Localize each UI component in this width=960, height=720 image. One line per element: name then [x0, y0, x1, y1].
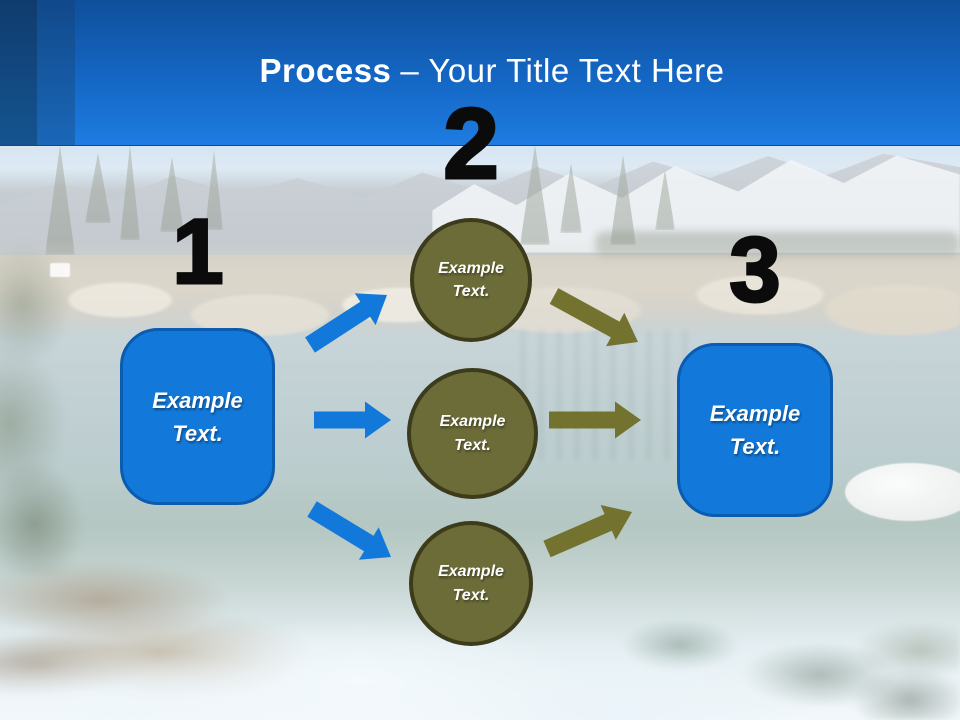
process-circle-middle[interactable]: Example Text.: [407, 368, 538, 499]
process-start-box[interactable]: Example Text.: [120, 328, 275, 505]
arrow-olive-up-right-icon[interactable]: [543, 505, 632, 558]
start-box-label: Example Text.: [152, 387, 243, 446]
arrow-blue-down-right-icon[interactable]: [307, 501, 391, 560]
step-number-2[interactable]: 2: [442, 88, 501, 200]
arrow-blue-right-icon[interactable]: [314, 401, 391, 439]
title-rest-text: – Your Title Text Here: [400, 52, 725, 89]
end-box-label: Example Text.: [709, 401, 801, 459]
slide-title[interactable]: Process– Your Title Text Here: [0, 52, 960, 90]
circle-bottom-label: Example Text.: [438, 563, 504, 604]
step-number-1[interactable]: 1: [171, 201, 225, 303]
circle-middle-label: Example Text.: [439, 413, 506, 454]
circle-top-label: Example Text.: [438, 259, 504, 300]
title-emphasis-text: Process: [259, 52, 392, 89]
left-accent-stripe-light: [37, 0, 75, 145]
process-circle-bottom[interactable]: Example Text.: [409, 521, 533, 646]
arrow-olive-right-icon[interactable]: [549, 401, 641, 439]
step-number-3[interactable]: 3: [728, 219, 782, 321]
process-circle-top[interactable]: Example Text.: [410, 218, 532, 342]
arrow-blue-up-right-icon[interactable]: [305, 293, 387, 353]
process-end-box[interactable]: Example Text.: [677, 343, 833, 517]
left-accent-stripe-dark: [0, 0, 37, 145]
arrow-olive-down-right-icon[interactable]: [549, 288, 638, 347]
title-bar: Process– Your Title Text Here: [0, 0, 960, 146]
